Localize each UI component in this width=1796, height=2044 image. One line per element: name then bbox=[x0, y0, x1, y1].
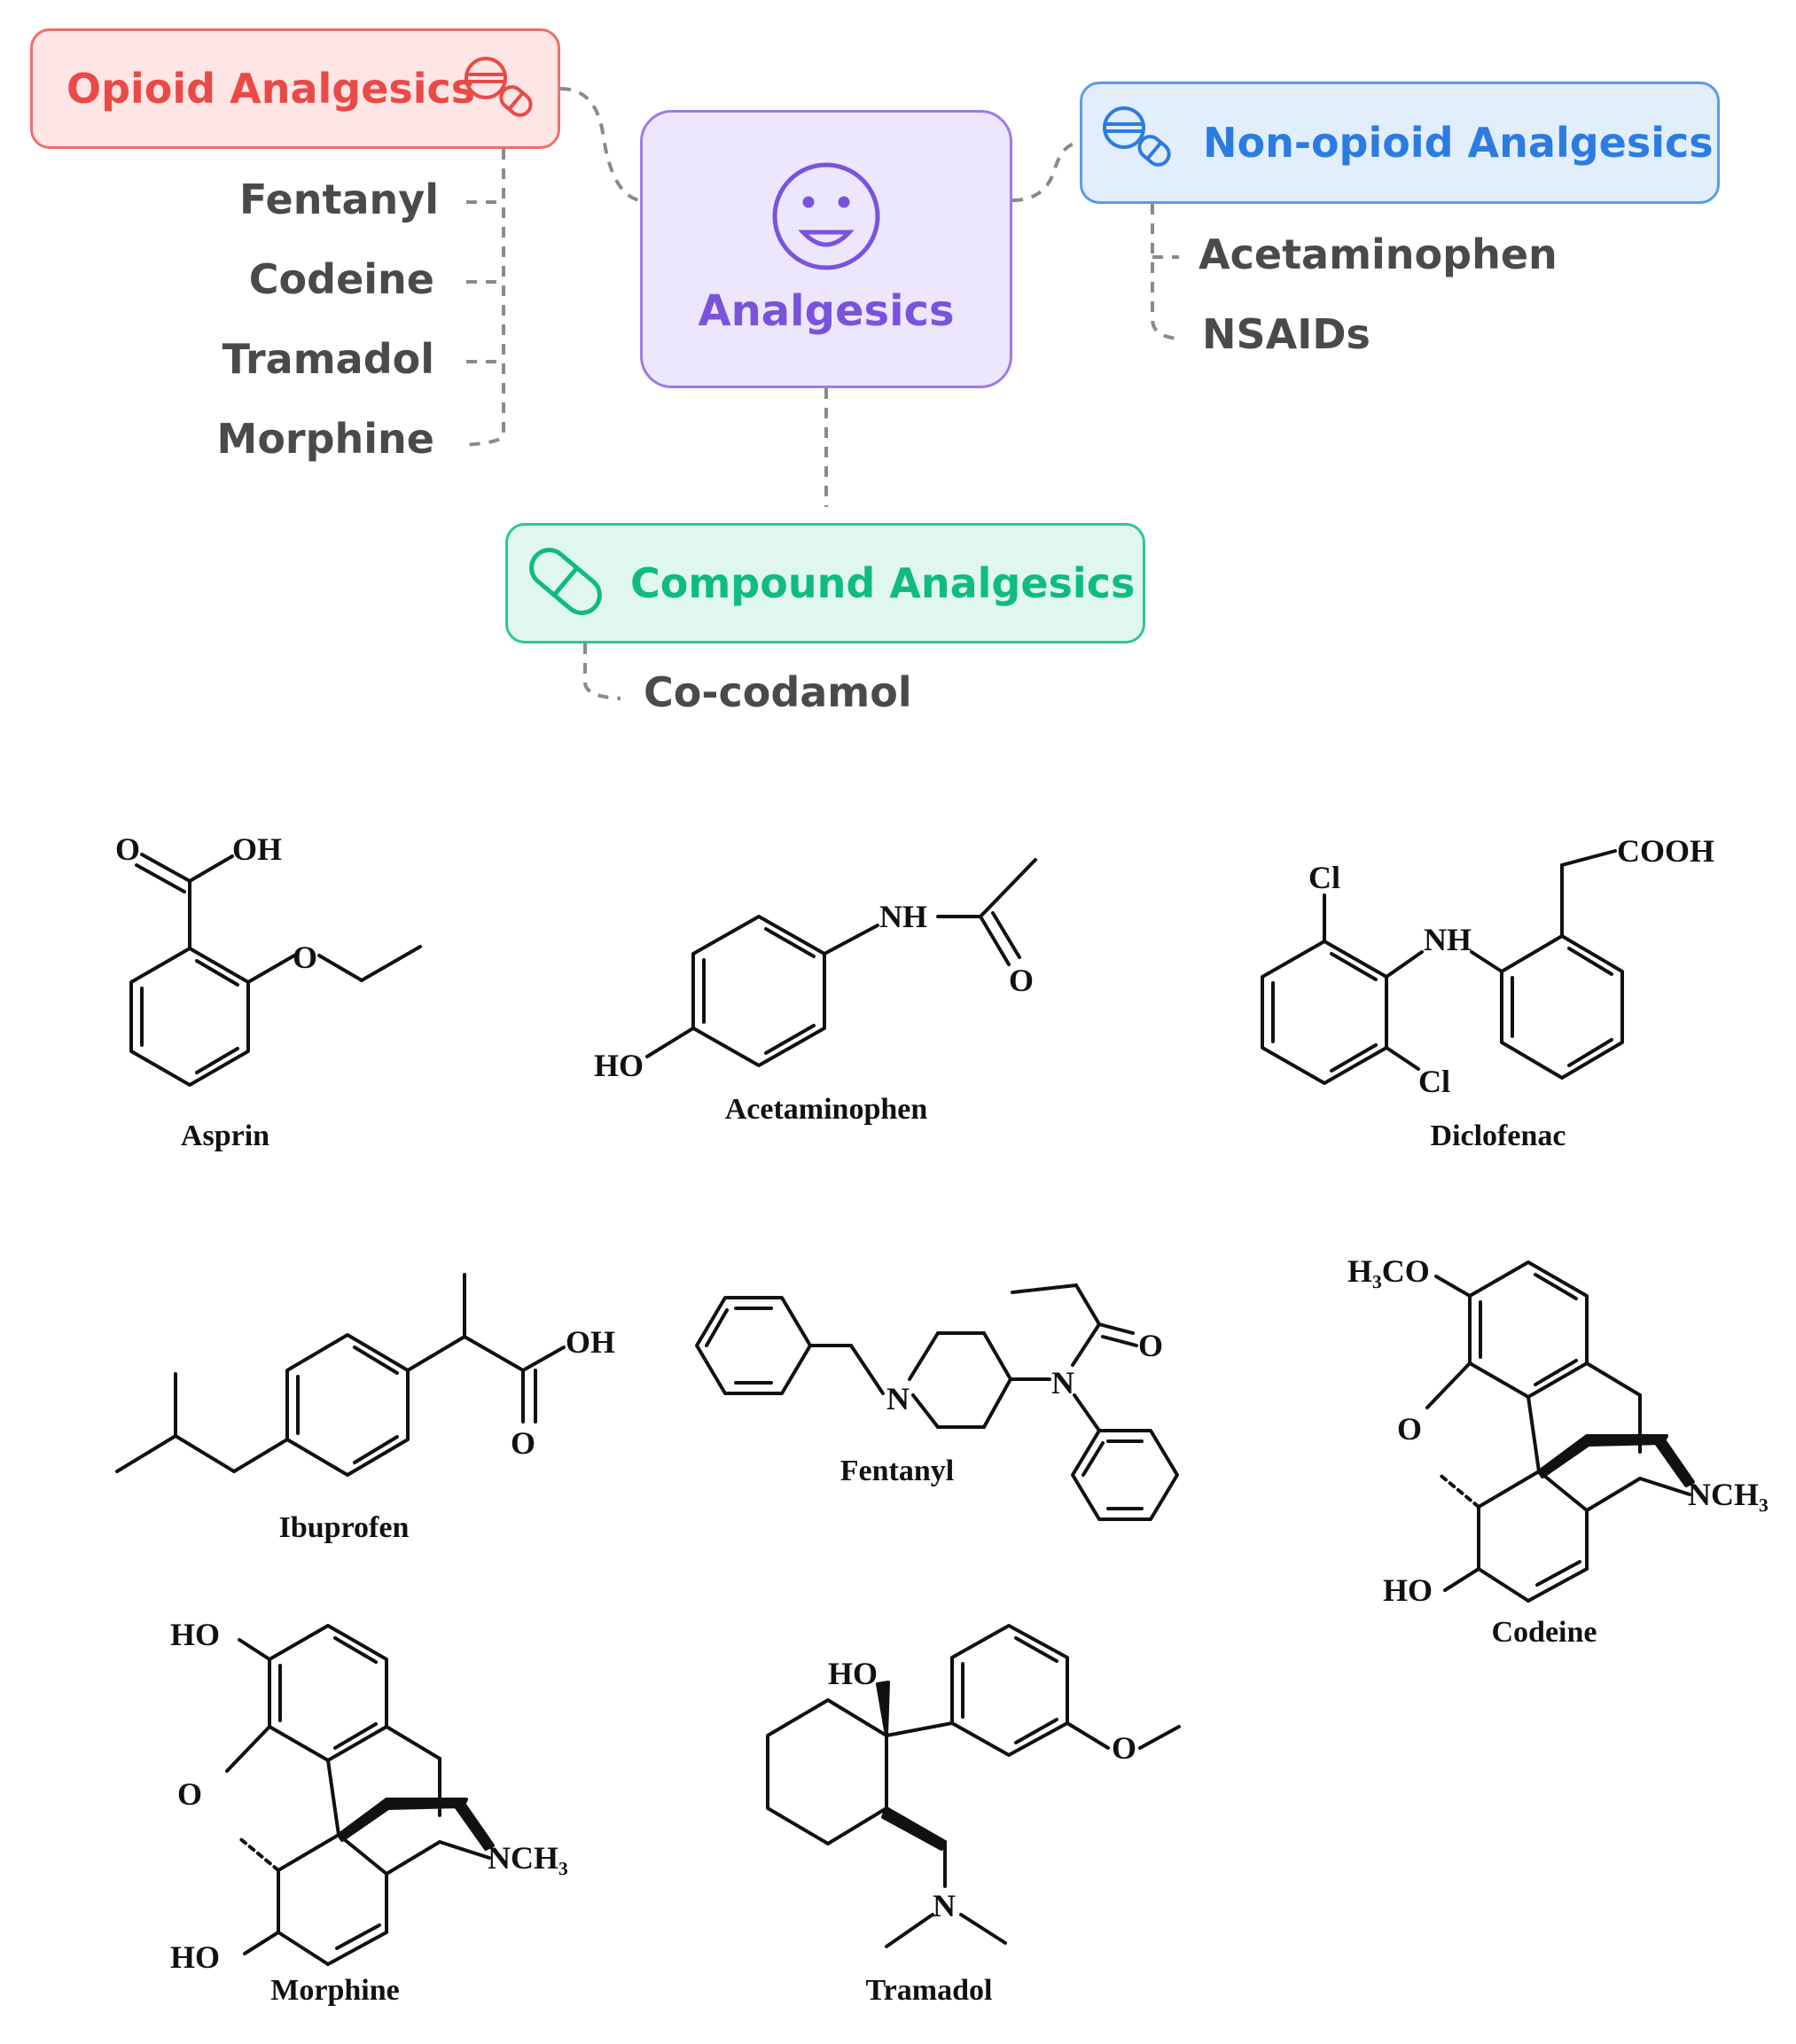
diclofenac-structure bbox=[1261, 849, 1624, 1085]
atom-label: HO bbox=[170, 1939, 220, 1975]
atom-label: HO bbox=[594, 1048, 644, 1083]
structure-names: Asprin Acetaminophen Diclofenac Ibuprofe… bbox=[181, 1093, 1597, 2007]
smiley-face-icon bbox=[772, 162, 880, 270]
atom-label: O bbox=[1112, 1730, 1136, 1766]
atom-label: HO bbox=[1383, 1572, 1433, 1608]
atom-labels: O OH O NH O HO Cl NH COOH Cl OH O N N O … bbox=[115, 831, 1769, 1975]
morphine-name: Morphine bbox=[270, 1974, 399, 2007]
atom-label: O bbox=[511, 1425, 535, 1461]
fentanyl-structure bbox=[695, 1283, 1179, 1521]
atom-label: N bbox=[886, 1381, 910, 1416]
atom-label: H₃CO bbox=[1347, 1253, 1430, 1289]
analgesics-title: Analgesics bbox=[698, 286, 955, 336]
opioid-analgesics-node: Opioid Analgesics bbox=[30, 28, 560, 149]
aspirin-name: Asprin bbox=[181, 1120, 269, 1152]
atom-label: NH bbox=[879, 899, 927, 934]
atom-label: OH bbox=[232, 831, 282, 867]
atom-label: NCH₃ bbox=[488, 1840, 568, 1876]
capsule-icon bbox=[529, 548, 602, 615]
opioid-item-tramadol: Tramadol bbox=[222, 335, 434, 383]
opioid-item-codeine: Codeine bbox=[248, 255, 434, 303]
aspirin-structure bbox=[129, 853, 422, 1087]
fentanyl-name: Fentanyl bbox=[840, 1455, 954, 1487]
atom-label: N bbox=[933, 1888, 956, 1923]
opioid-analgesics-title: Opioid Analgesics bbox=[66, 65, 476, 113]
tramadol-structure bbox=[766, 1624, 1181, 1948]
opioid-item-fentanyl: Fentanyl bbox=[238, 176, 439, 223]
atom-label: O bbox=[1009, 963, 1034, 998]
atom-label: NCH₃ bbox=[1688, 1477, 1769, 1512]
atom-label: O bbox=[115, 831, 140, 867]
non-opioid-analgesics-node: Non-opioid Analgesics bbox=[1080, 82, 1720, 204]
tramadol-name: Tramadol bbox=[866, 1974, 993, 2007]
acetaminophen-name: Acetaminophen bbox=[725, 1093, 928, 1126]
opioid-item-morphine: Morphine bbox=[216, 415, 434, 463]
pills-icon bbox=[1103, 106, 1171, 167]
morphine-structure bbox=[225, 1624, 495, 1966]
atom-label: O bbox=[293, 940, 317, 975]
compound-analgesics-node: Compound Analgesics bbox=[505, 523, 1145, 644]
connector-lines bbox=[460, 87, 1180, 700]
ibuprofen-name: Ibuprofen bbox=[279, 1511, 410, 1544]
compound-analgesics-title: Compound Analgesics bbox=[630, 559, 1136, 607]
ibuprofen-structure bbox=[115, 1273, 566, 1477]
atom-label: HO bbox=[828, 1656, 878, 1691]
atom-label: OH bbox=[566, 1324, 615, 1360]
atom-label: HO bbox=[170, 1617, 220, 1652]
non-opioid-item-nsaids: NSAIDs bbox=[1202, 310, 1370, 358]
non-opioid-analgesics-title: Non-opioid Analgesics bbox=[1203, 119, 1714, 167]
analgesics-center-node: Analgesics bbox=[640, 110, 1012, 388]
atom-label: COOH bbox=[1617, 833, 1714, 869]
atom-label: Cl bbox=[1418, 1064, 1450, 1099]
atom-label: NH bbox=[1424, 922, 1472, 957]
acetaminophen-structure bbox=[645, 858, 1037, 1067]
atom-label: O bbox=[1138, 1328, 1163, 1363]
atom-label: N bbox=[1051, 1365, 1074, 1400]
atom-label: O bbox=[1397, 1411, 1422, 1447]
pills-icon bbox=[465, 57, 533, 117]
codeine-structure bbox=[1425, 1260, 1695, 1603]
atom-label: Cl bbox=[1308, 860, 1340, 895]
codeine-name: Codeine bbox=[1492, 1616, 1597, 1649]
atom-label: O bbox=[177, 1776, 202, 1812]
compound-item-co-codamol: Co-codamol bbox=[644, 668, 912, 716]
non-opioid-item-acetaminophen: Acetaminophen bbox=[1199, 230, 1558, 278]
diclofenac-name: Diclofenac bbox=[1431, 1120, 1566, 1152]
